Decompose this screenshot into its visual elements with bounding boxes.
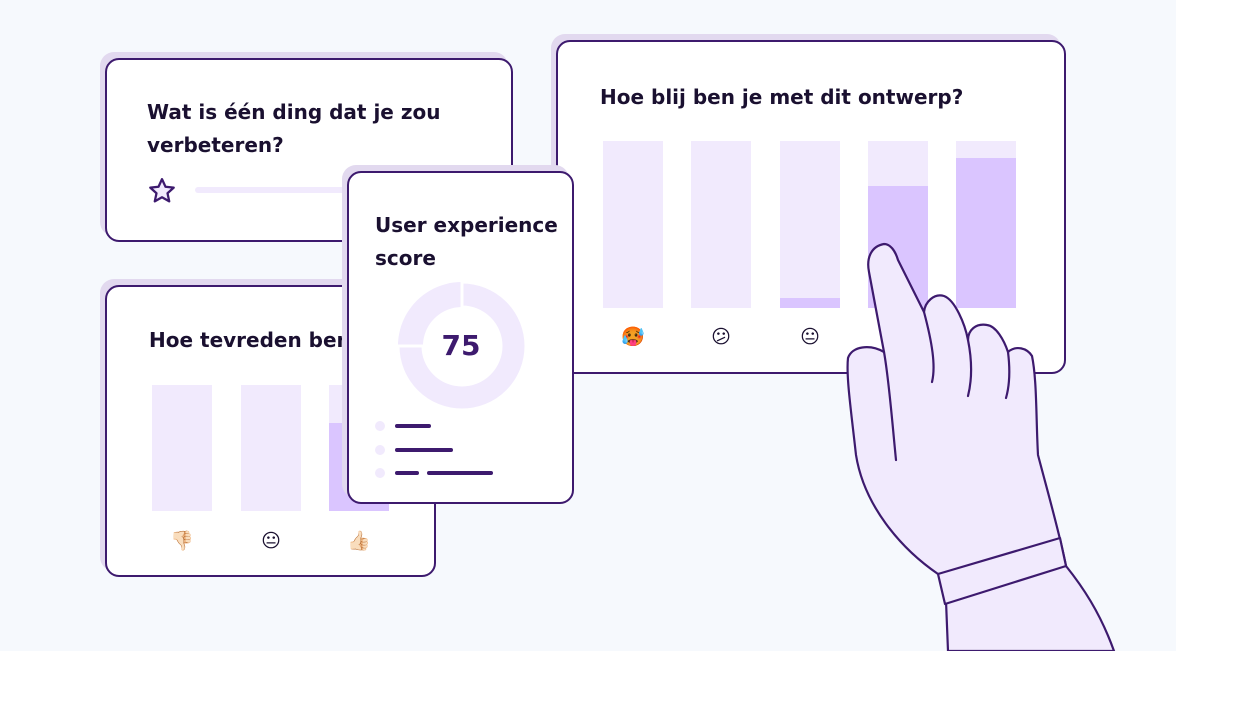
illustration-canvas: Wat is één ding dat je zou verbeteren? H… bbox=[105, 40, 1116, 651]
ux-score-value: 75 bbox=[441, 329, 481, 362]
improve-question-card: Wat is één ding dat je zou verbeteren? bbox=[105, 58, 513, 242]
happiness-bar-3[interactable] bbox=[780, 141, 840, 308]
neutral-face-icon[interactable]: 😐 bbox=[800, 326, 820, 348]
answer-input-line[interactable] bbox=[195, 187, 395, 193]
score-donut-chart bbox=[396, 280, 528, 412]
neutral-face-icon[interactable]: 😐 bbox=[261, 530, 281, 552]
legend-line-3b bbox=[427, 471, 493, 475]
happiness-bar-1[interactable] bbox=[603, 141, 663, 308]
legend-dot-1 bbox=[375, 421, 385, 431]
satisfaction-bar-1[interactable] bbox=[152, 385, 212, 511]
ux-score-card: User experience score 75 bbox=[347, 171, 574, 504]
legend-line-1 bbox=[395, 424, 431, 428]
legend-dot-2 bbox=[375, 445, 385, 455]
legend-line-2 bbox=[395, 448, 453, 452]
hot-face-icon[interactable]: 🥵 bbox=[621, 326, 645, 348]
pointing-hand-illustration bbox=[846, 242, 1116, 651]
happiness-bar-2[interactable] bbox=[691, 141, 751, 308]
happiness-question-text: Hoe blij ben je met dit ontwerp? bbox=[600, 85, 964, 109]
improve-question-text: Wat is één ding dat je zou verbeteren? bbox=[147, 100, 441, 157]
thumbs-up-icon[interactable]: 👍🏻 bbox=[347, 530, 371, 552]
happiness-card: Hoe blij ben je met dit ontwerp? 🥵 😕 😐 🤩 bbox=[556, 40, 1066, 374]
star-icon[interactable] bbox=[147, 176, 177, 206]
ux-score-title: User experience score bbox=[375, 213, 558, 270]
satisfaction-bar-2[interactable] bbox=[241, 385, 301, 511]
legend-line-3a bbox=[395, 471, 419, 475]
legend-dot-3 bbox=[375, 468, 385, 478]
confused-face-icon[interactable]: 😕 bbox=[711, 326, 731, 348]
satisfaction-question-text: Hoe tevreden ben je bbox=[149, 328, 379, 352]
happiness-bar-5[interactable] bbox=[956, 141, 1016, 308]
thumbs-down-icon[interactable]: 👎🏻 bbox=[170, 530, 194, 552]
